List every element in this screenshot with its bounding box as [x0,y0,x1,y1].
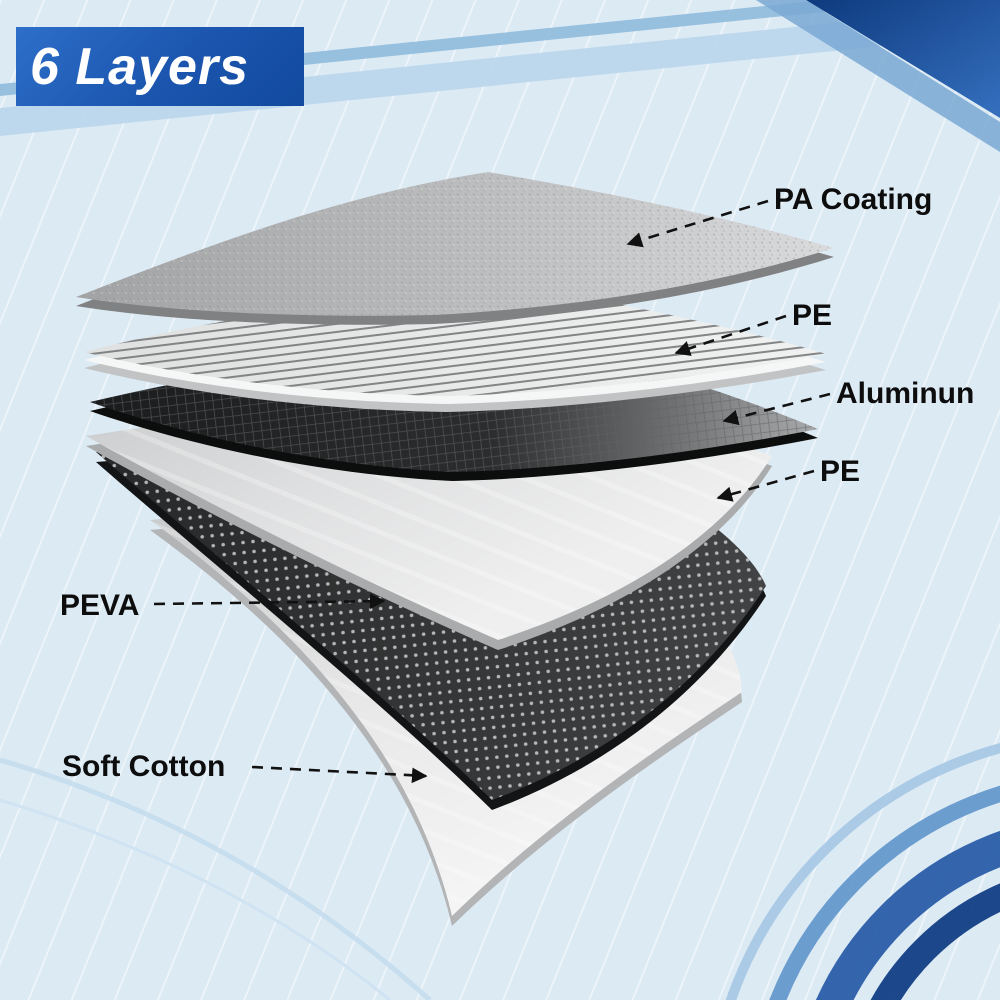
leader-line-pa-coating [626,199,769,248]
page-title: 6 Layers [30,37,250,96]
leader-line-pe-top [674,314,787,356]
top-right-navy-wedge [806,0,1000,118]
label-pa-coating: PA Coating [774,183,933,216]
label-pe-middle: PE [820,455,861,488]
bottom-left-arcs [0,757,432,1000]
layer-sheet-pa-coating [76,172,834,325]
leader-line-soft-cotton [251,765,428,784]
label-soft-cotton: Soft Cotton [62,750,226,783]
leader-line-pe-middle [716,469,815,502]
label-peva: PEVA [60,589,140,622]
label-aluminum: Aluminun [836,377,975,410]
label-pe-top: PE [792,299,833,332]
top-right-band [756,0,1000,152]
leader-line-peva [153,593,386,609]
title-banner: 6 Layers [16,27,304,106]
